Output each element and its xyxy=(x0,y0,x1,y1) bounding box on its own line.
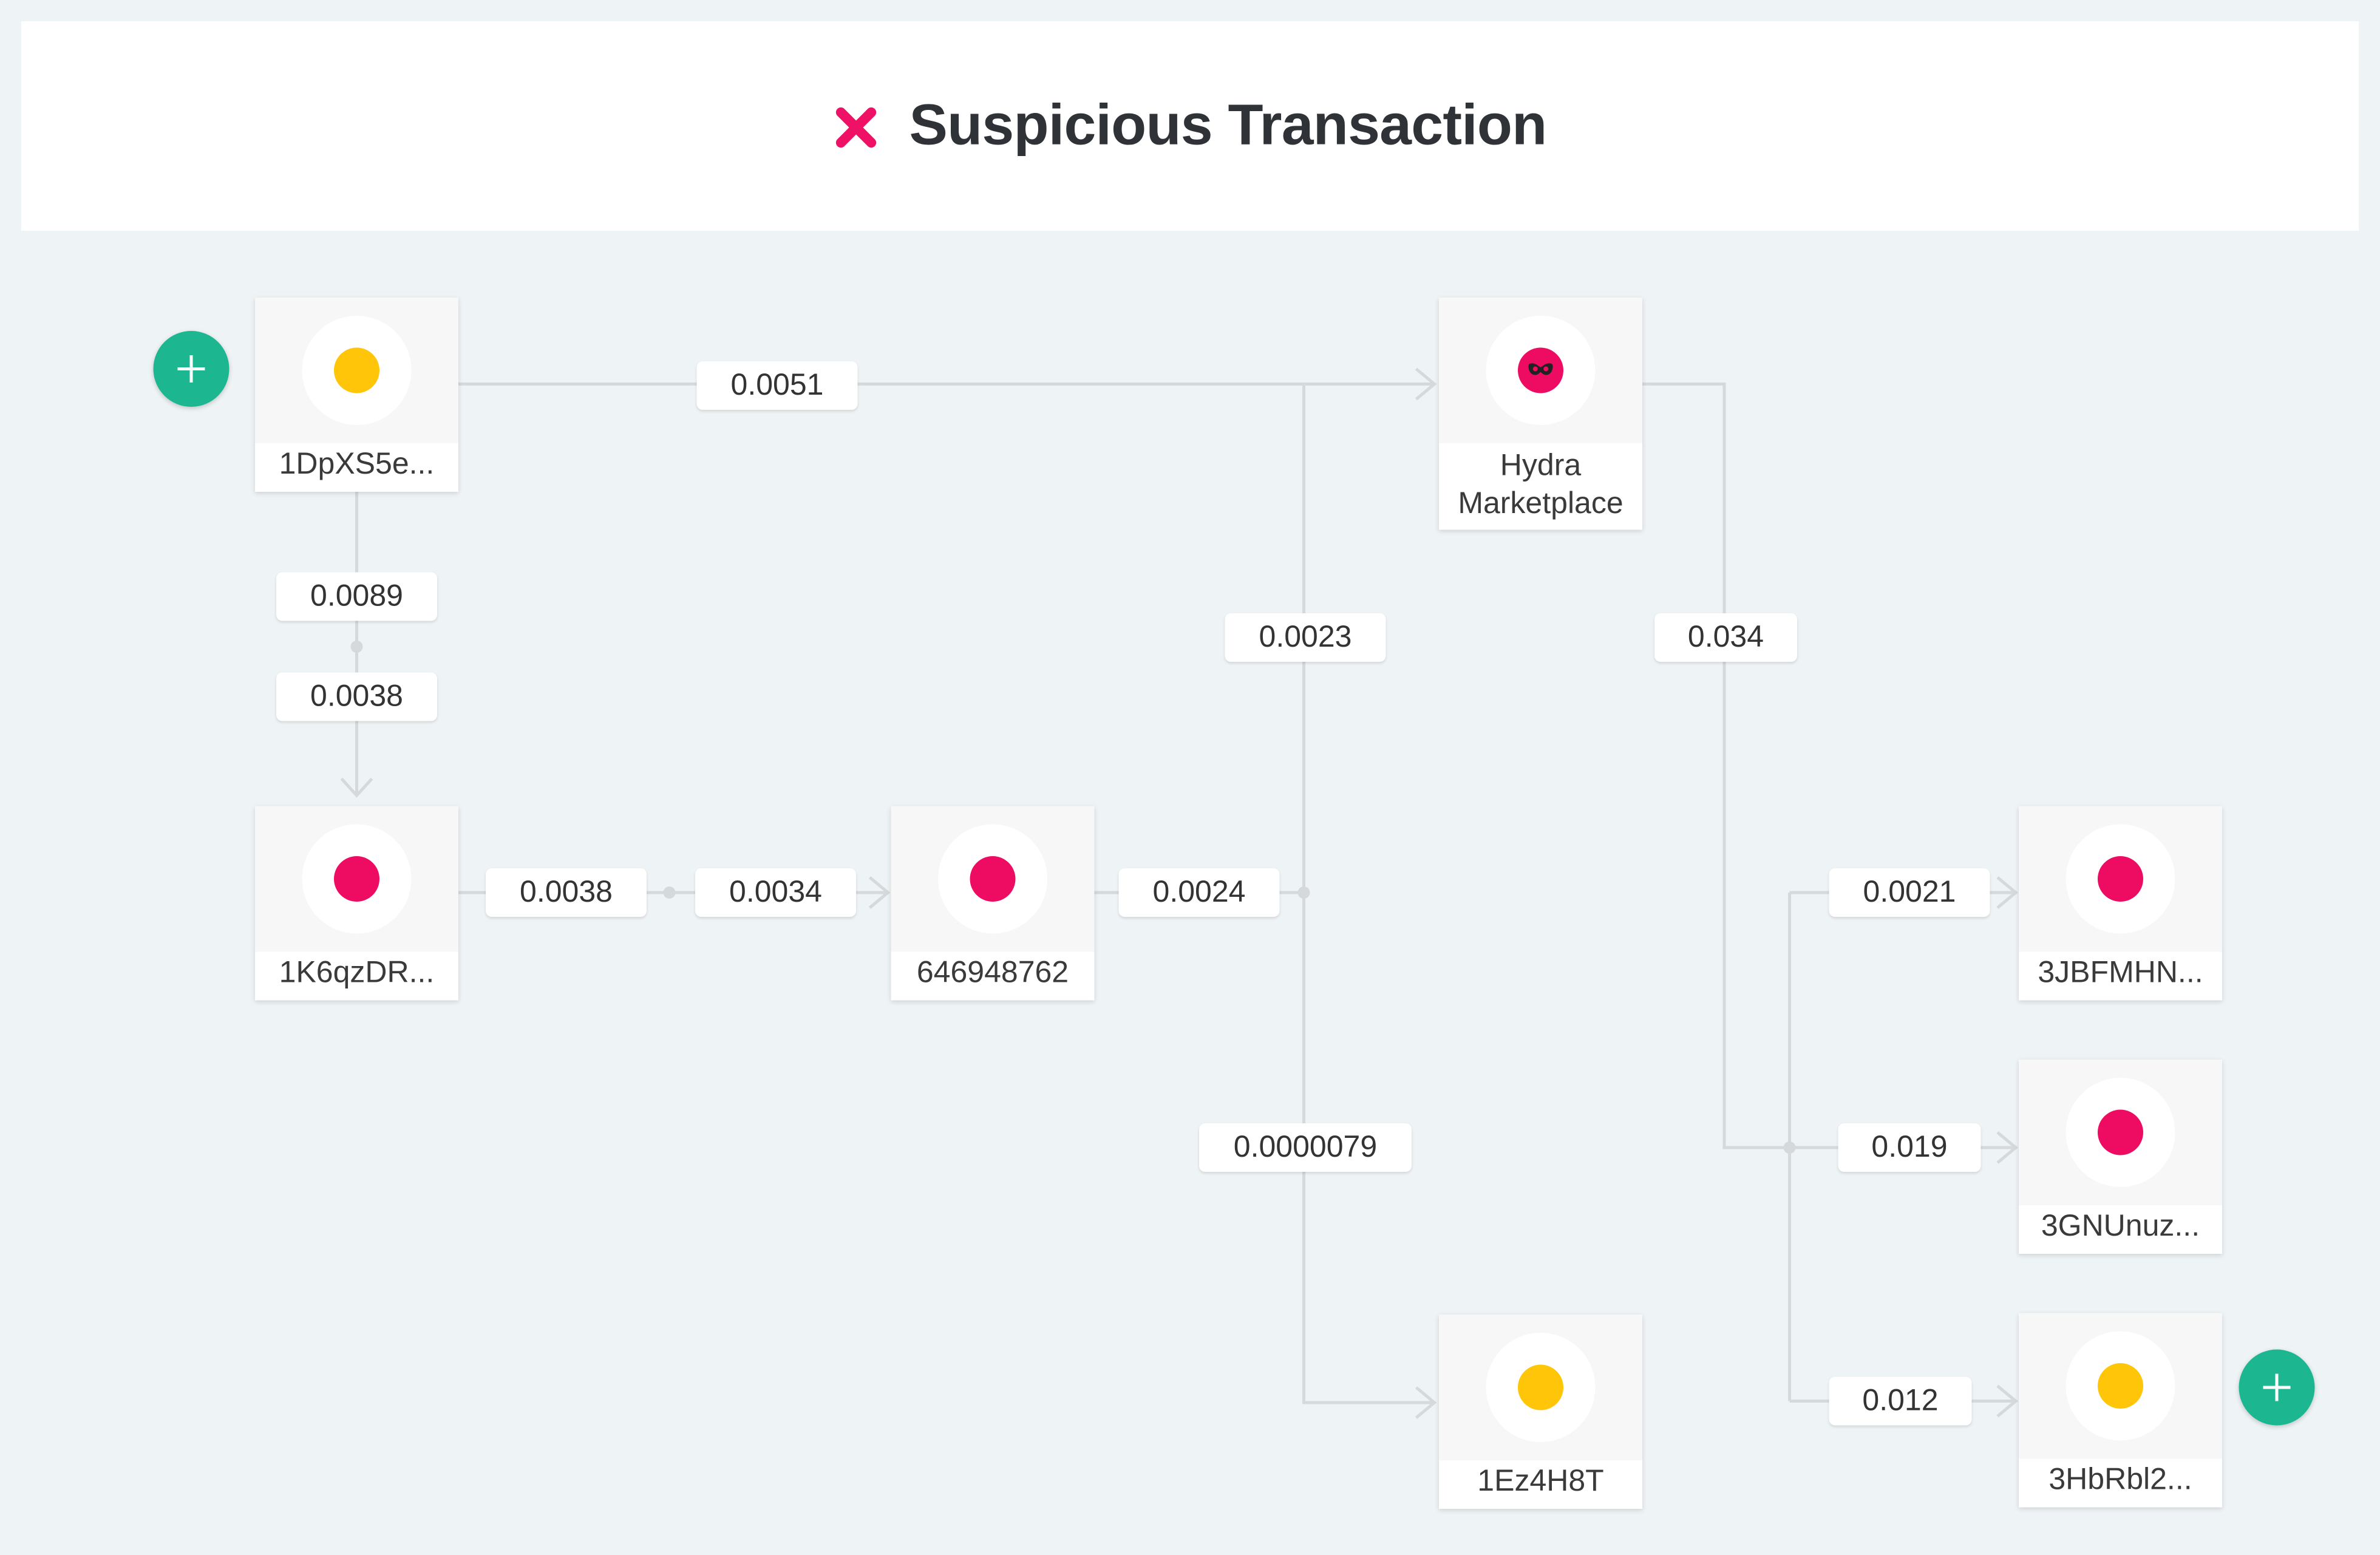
address-node[interactable]: 3GNUnuz... xyxy=(2019,1060,2222,1254)
arrow-head xyxy=(340,777,373,798)
edge-label-amount: 0.0038 xyxy=(486,868,647,917)
pink-dot-icon xyxy=(970,856,1016,902)
address-node[interactable]: 1K6qzDR... xyxy=(255,806,458,1001)
edge-line xyxy=(1302,384,1435,1404)
edge-label-amount: 0.0021 xyxy=(1829,868,1990,917)
edge-label-amount: 0.0089 xyxy=(276,572,437,621)
arrow-head xyxy=(868,876,891,909)
address-node[interactable]: 3HbRbl2... xyxy=(2019,1313,2222,1508)
arrow-head xyxy=(1996,876,2018,909)
close-icon xyxy=(835,107,877,148)
junction-dot xyxy=(663,886,676,899)
junction-dot xyxy=(350,641,363,653)
node-label: 646948762 xyxy=(891,951,1095,1001)
junction-dot xyxy=(1783,1142,1796,1154)
edge-label-amount: 0.0024 xyxy=(1118,868,1280,917)
node-label: 3JBFMHN... xyxy=(2019,951,2222,1001)
address-node[interactable]: 1Ez4H8T xyxy=(1439,1315,1642,1509)
address-node[interactable]: 646948762 xyxy=(891,806,1095,1001)
node-label: 3HbRbl2... xyxy=(2019,1458,2222,1508)
edge-line xyxy=(1640,383,2016,1149)
edge-label-amount: 0.034 xyxy=(1654,613,1797,662)
yellow-dot-icon xyxy=(2098,1363,2143,1409)
node-label: Hydra Marketplace xyxy=(1439,443,1642,530)
edge-label-amount: 0.0038 xyxy=(276,672,437,721)
plus-icon xyxy=(177,355,205,383)
expand-left-button[interactable] xyxy=(153,331,229,407)
arrow-head xyxy=(1415,1386,1437,1419)
yellow-dot-icon xyxy=(1518,1364,1563,1410)
plus-icon xyxy=(2263,1373,2291,1401)
mask-icon xyxy=(1518,347,1563,393)
yellow-dot-icon xyxy=(334,347,379,393)
pink-dot-icon xyxy=(2098,1109,2143,1155)
expand-right-button[interactable] xyxy=(2239,1349,2315,1426)
node-label: 3GNUnuz... xyxy=(2019,1205,2222,1254)
pink-dot-icon xyxy=(334,856,379,902)
marketplace-node[interactable]: Hydra Marketplace xyxy=(1439,298,1642,530)
edge-label-amount: 0.0051 xyxy=(696,361,858,410)
junction-dot xyxy=(1297,886,1310,899)
address-node[interactable]: 1DpXS5e... xyxy=(255,298,458,492)
pink-dot-icon xyxy=(2098,856,2143,902)
page-title: Suspicious Transaction xyxy=(909,93,1548,157)
arrow-head xyxy=(1415,367,1437,401)
arrow-head xyxy=(1996,1131,2018,1164)
edge-label-amount: 0.0034 xyxy=(695,868,856,917)
arrow-head xyxy=(1996,1384,2018,1418)
edge-label-amount: 0.0000079 xyxy=(1199,1123,1412,1172)
node-label: 1K6qzDR... xyxy=(255,951,458,1001)
node-label: 1DpXS5e... xyxy=(255,443,458,492)
edge-label-amount: 0.019 xyxy=(1838,1123,1981,1172)
edge-label-amount: 0.012 xyxy=(1829,1376,1972,1426)
address-node[interactable]: 3JBFMHN... xyxy=(2019,806,2222,1001)
edge-label-amount: 0.0023 xyxy=(1225,613,1386,662)
node-label: 1Ez4H8T xyxy=(1439,1460,1642,1509)
header: Suspicious Transaction xyxy=(21,21,2359,231)
